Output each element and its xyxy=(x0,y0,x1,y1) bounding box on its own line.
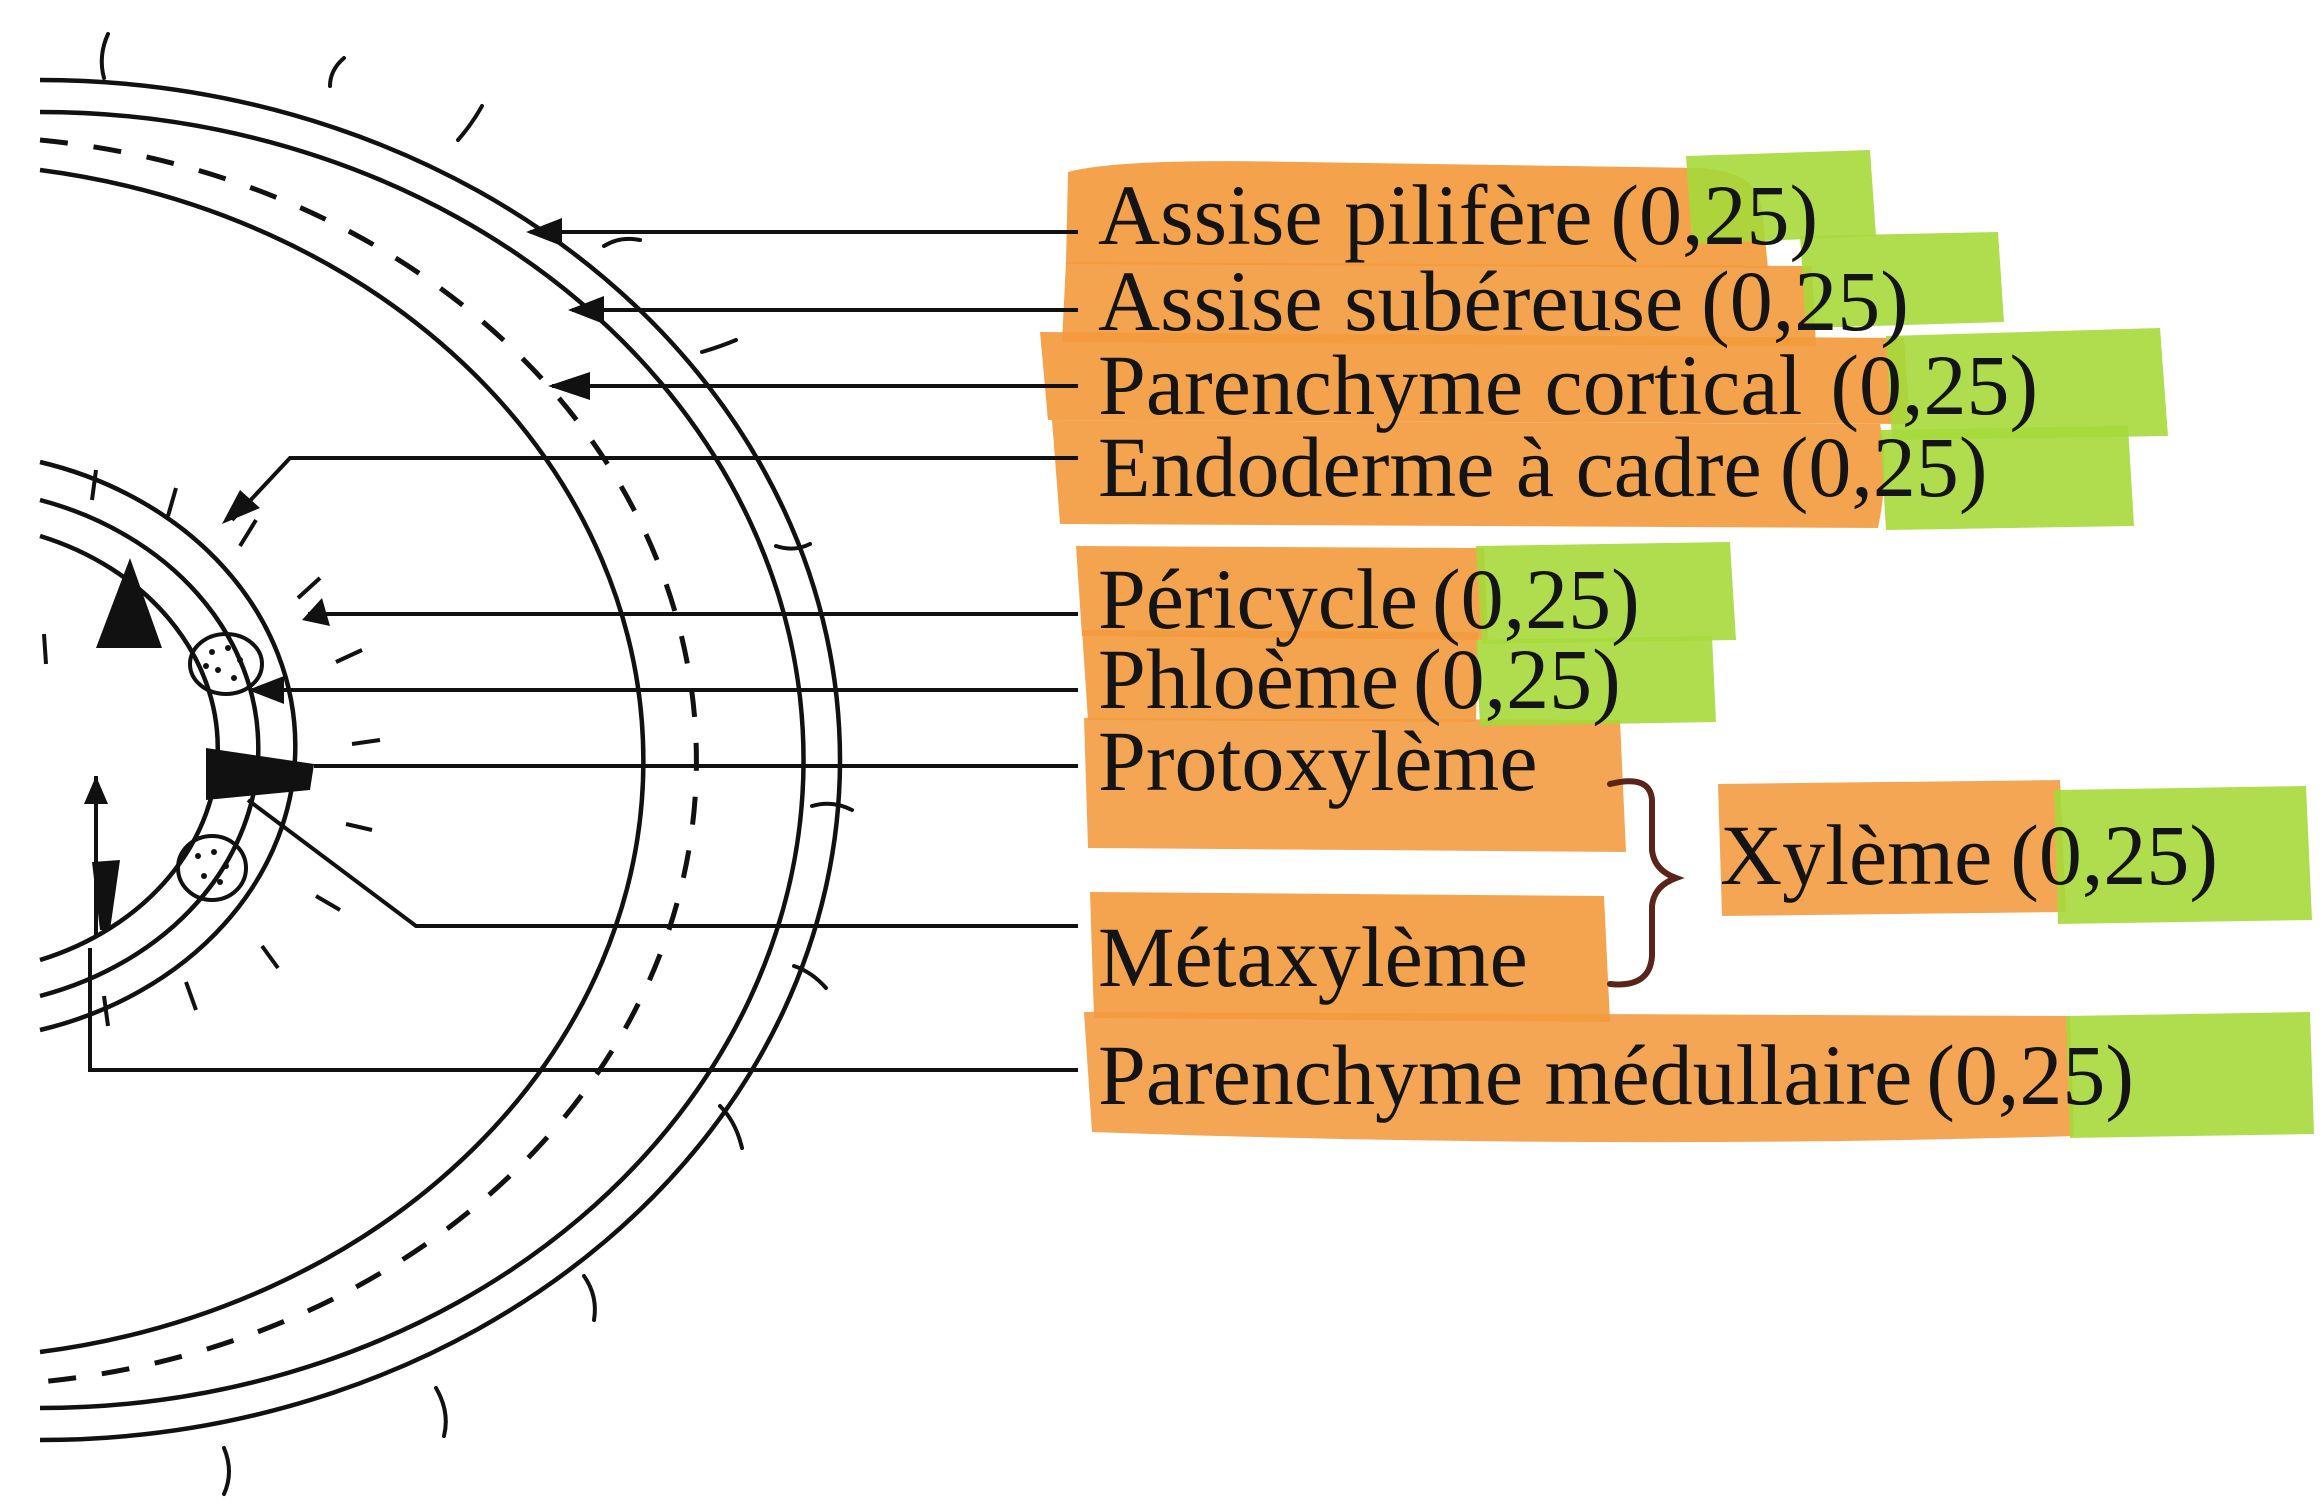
root-hair xyxy=(702,340,736,352)
root-hair xyxy=(584,1276,595,1320)
label-assise-subereuse: Assise subéreuse(0,25) xyxy=(1098,253,1909,349)
arrow-parenchyme-cortical xyxy=(548,372,590,400)
root-hair xyxy=(812,804,852,810)
leader-lines xyxy=(90,218,1078,1070)
root-hair xyxy=(224,1448,229,1494)
root-hair xyxy=(720,1106,742,1148)
label-parenchyme-medullaire: Parenchyme médullaire(0,25) xyxy=(1098,1027,2134,1123)
label-assise-pilifere: Assise pilifère(0,25) xyxy=(1098,167,1818,263)
root-hair xyxy=(604,239,640,246)
label-endoderme: Endoderme à cadre(0,25) xyxy=(1098,419,1988,515)
label-xyleme: Xylème(0,25) xyxy=(1720,807,2218,903)
left-edge-tick xyxy=(44,634,46,664)
root-hair xyxy=(436,1388,446,1436)
outer-ring-dashed xyxy=(40,140,696,1382)
root-hair xyxy=(458,106,482,140)
leader-metaxyleme xyxy=(248,800,1078,926)
phloem-bundle-lower xyxy=(178,836,246,900)
endoderm-cell-walls xyxy=(92,470,380,1026)
root-hair xyxy=(776,544,810,549)
phloem-bundle-upper xyxy=(190,634,262,694)
arrow-pericycle xyxy=(302,598,330,626)
label-metaxyleme: Métaxylème xyxy=(1098,909,1528,1005)
outer-ring-1 xyxy=(40,80,840,1440)
outer-ring-3 xyxy=(40,170,643,1352)
arrow-assise-subereuse xyxy=(568,296,604,324)
outer-ring-2 xyxy=(40,112,804,1408)
root-hair xyxy=(330,58,344,86)
leader-endoderme xyxy=(232,458,1078,520)
metaxylem-arrowhead xyxy=(84,776,108,804)
label-protoxyleme: Protoxylème xyxy=(1098,713,1538,809)
leader-parenchyme-medullaire xyxy=(90,948,1078,1070)
root-hair xyxy=(102,34,108,78)
